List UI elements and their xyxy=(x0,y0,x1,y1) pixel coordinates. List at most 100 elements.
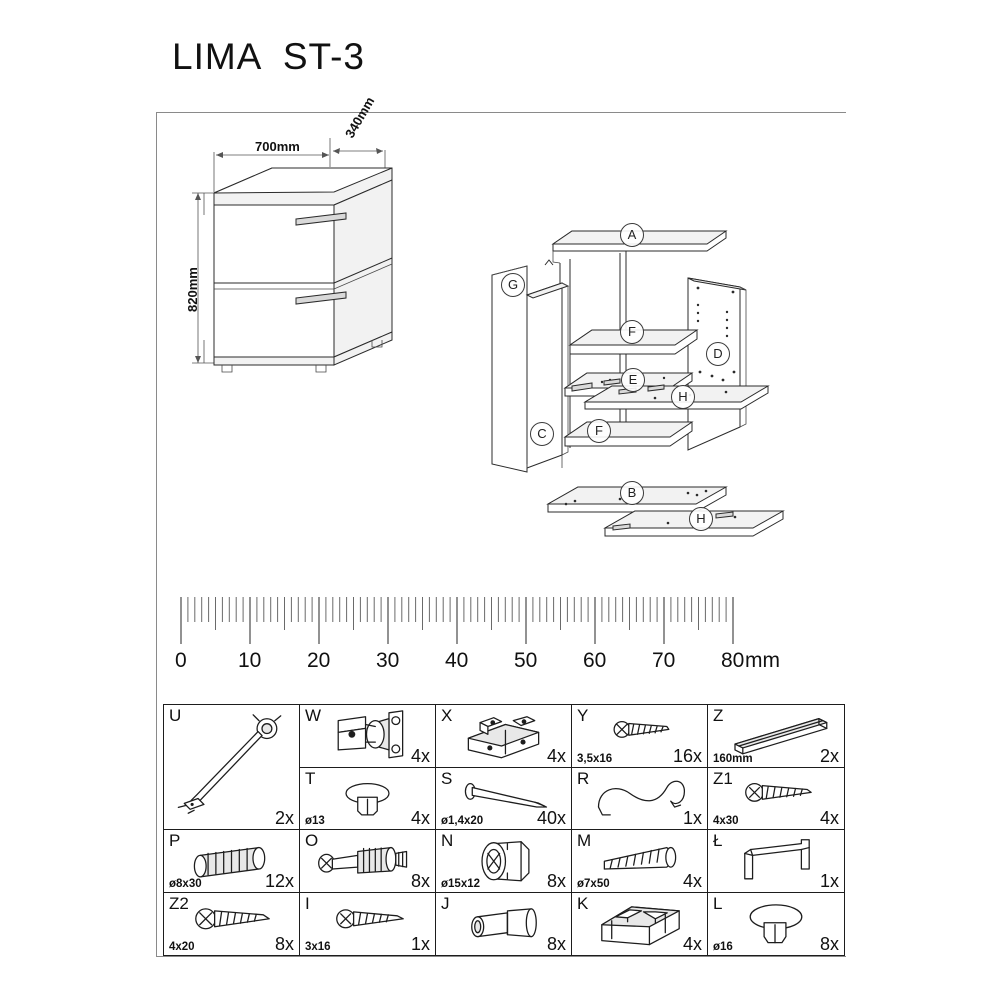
parts-qty-m: 4x xyxy=(682,870,702,891)
parts-spec-n: ø15x12 xyxy=(441,877,481,890)
parts-cell-x[interactable]: X 4x xyxy=(436,705,572,768)
parts-cell-j[interactable]: J 8x xyxy=(436,892,572,956)
parts-spec-l: ø16 xyxy=(713,941,733,953)
page-title: LIMA ST-3 xyxy=(172,36,366,77)
allen-key-icon xyxy=(708,830,844,892)
parts-code-o: O xyxy=(305,831,319,850)
parts-code-z1: Z1 xyxy=(713,768,733,788)
parts-qty-l: 8x xyxy=(819,934,839,954)
concealed-hinge-icon xyxy=(300,705,435,767)
parts-qty-k: 4x xyxy=(682,934,702,954)
parts-qty-l-stroke: 1x xyxy=(819,870,839,891)
parts-cell-u[interactable]: U 2x xyxy=(164,705,300,830)
parts-cell-y[interactable]: Y 3,5x16 16x xyxy=(572,705,708,768)
countersunk-screw-icon xyxy=(572,705,707,767)
part-label-h-flap: H xyxy=(671,385,695,409)
parts-qty-u: 2x xyxy=(274,808,294,828)
parts-code-l-stroke: Ł xyxy=(713,831,723,850)
parts-qty-t: 4x xyxy=(410,808,430,828)
parts-cell-p[interactable]: P ø8x30 12x xyxy=(164,830,300,893)
content-frame-top-border xyxy=(156,112,846,113)
pan-head-screw-icon xyxy=(708,768,844,830)
parts-qty-y: 16x xyxy=(672,745,702,766)
parts-code-i: I xyxy=(305,893,310,913)
ruler-label-70: 70 xyxy=(652,649,676,672)
ruler-label-20: 20 xyxy=(307,649,331,672)
content-frame-left-border xyxy=(156,112,157,957)
part-label-h-bottom: H xyxy=(689,507,713,531)
hinge-mounting-plate-icon xyxy=(436,705,571,767)
parts-cell-r[interactable]: R 1x xyxy=(572,767,708,830)
handle-rail-icon xyxy=(708,705,844,767)
parts-code-j: J xyxy=(441,893,450,913)
parts-code-p: P xyxy=(169,831,181,850)
shelf-support-sleeve-icon xyxy=(436,893,571,956)
parts-spec-z2: 4x20 xyxy=(169,941,195,953)
parts-code-x: X xyxy=(441,706,453,725)
parts-qty-r: 1x xyxy=(682,808,702,828)
flat-head-screw-icon xyxy=(164,893,299,956)
parts-spec-s: ø1,4x20 xyxy=(441,815,484,827)
parts-cell-i[interactable]: I 3x16 1x xyxy=(300,892,436,955)
connecting-bolt-icon xyxy=(300,830,435,892)
ruler-unit-label: mm xyxy=(745,649,780,672)
parts-cell-s[interactable]: S ø1,4x20 40x xyxy=(436,767,572,830)
parts-qty-j: 8x xyxy=(546,934,566,954)
parts-code-s: S xyxy=(441,768,453,788)
wall-plug-anchor-icon xyxy=(572,830,707,892)
gas-strut-lift-support-icon xyxy=(164,705,299,829)
parts-code-l: L xyxy=(713,893,723,913)
parts-code-t: T xyxy=(305,768,316,788)
part-label-d: D xyxy=(706,342,730,366)
back-panel-clip-icon xyxy=(572,768,707,830)
parts-qty-x: 4x xyxy=(546,745,566,766)
parts-cell-t[interactable]: T ø13 4x xyxy=(300,767,436,830)
parts-spec-p: ø8x30 xyxy=(169,877,202,890)
ruler-label-50: 50 xyxy=(514,649,538,672)
parts-code-r: R xyxy=(577,768,590,788)
parts-spec-t: ø13 xyxy=(305,815,325,827)
parts-cell-o[interactable]: O 8x xyxy=(300,830,436,893)
part-label-a: A xyxy=(620,223,644,247)
parts-spec-z1: 4x30 xyxy=(713,815,739,827)
ruler-label-40: 40 xyxy=(445,649,469,672)
hardware-parts-list: U 2x W 4x xyxy=(163,704,845,956)
parts-cell-w[interactable]: W 4x xyxy=(300,705,436,768)
parts-qty-o: 8x xyxy=(410,870,430,891)
parts-code-k: K xyxy=(577,893,589,913)
dimension-width: 700mm xyxy=(255,139,300,154)
parts-code-u: U xyxy=(169,706,182,725)
parts-cell-l-stroke[interactable]: Ł 1x xyxy=(708,830,844,893)
parts-qty-z1: 4x xyxy=(819,808,839,828)
cam-lock-fitting-icon xyxy=(436,830,571,892)
cover-cap-icon xyxy=(300,768,435,830)
parts-qty-s: 40x xyxy=(536,808,566,828)
parts-cell-m[interactable]: M ø7x50 4x xyxy=(572,830,708,893)
parts-spec-z: 160mm xyxy=(713,752,753,765)
part-label-g: G xyxy=(501,273,525,297)
part-label-b: B xyxy=(620,481,644,505)
part-label-c: C xyxy=(530,422,554,446)
parts-code-w: W xyxy=(305,706,322,725)
content-frame-bottom-border xyxy=(156,956,846,957)
parts-code-z: Z xyxy=(713,706,724,725)
ruler-label-0: 0 xyxy=(175,649,187,672)
parts-code-y: Y xyxy=(577,706,589,725)
parts-cell-z1[interactable]: Z1 4x30 4x xyxy=(708,767,844,830)
parts-code-m: M xyxy=(577,831,592,850)
parts-qty-z: 2x xyxy=(819,745,839,766)
ruler-label-80: 80 xyxy=(721,649,745,672)
parts-cell-z[interactable]: Z 160mm 2x xyxy=(708,705,844,768)
parts-qty-i: 1x xyxy=(410,934,430,954)
parts-cell-l[interactable]: L ø16 8x xyxy=(708,892,844,955)
parts-cell-k[interactable]: K 4x xyxy=(572,892,708,956)
ruler-label-60: 60 xyxy=(583,649,607,672)
parts-spec-i: 3x16 xyxy=(305,941,331,953)
wooden-dowel-icon xyxy=(164,830,299,892)
plastic-block-connector-icon xyxy=(572,893,707,956)
parts-qty-p: 12x xyxy=(264,870,294,891)
parts-cell-z2[interactable]: Z2 4x20 8x xyxy=(164,892,300,956)
part-label-e: E xyxy=(621,368,645,392)
panel-pin-nail-icon xyxy=(436,768,571,830)
parts-cell-n[interactable]: N ø15x12 8x xyxy=(436,830,572,893)
